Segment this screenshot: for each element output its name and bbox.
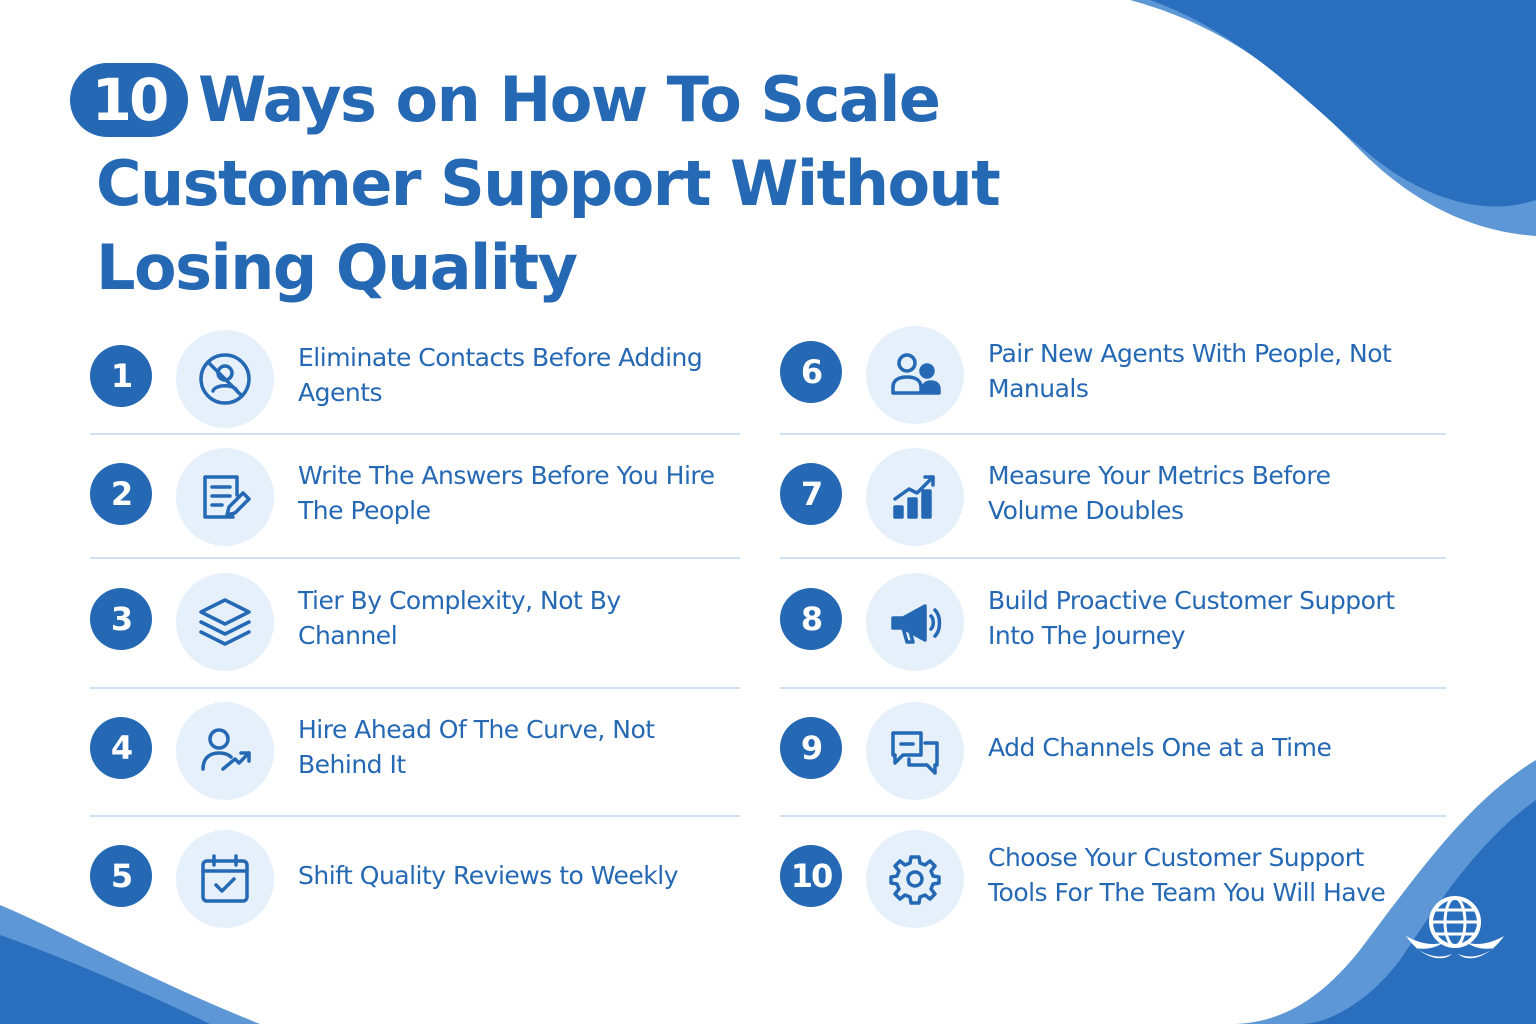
list-item-1: 1 Eliminate Contacts Before Adding Agent… bbox=[90, 320, 750, 430]
icon-circle bbox=[176, 573, 274, 671]
list-item-2: 2 Write The Answers Before You Hire The … bbox=[90, 438, 750, 548]
item-number-badge: 7 bbox=[780, 463, 842, 525]
divider bbox=[780, 433, 1446, 435]
item-label: Tier By Complexity, Not By Channel bbox=[298, 586, 621, 650]
item-number-badge: 3 bbox=[90, 588, 152, 650]
title-number-badge: 10 bbox=[70, 63, 188, 137]
icon-circle bbox=[866, 448, 964, 546]
list-item-9: 9 Add Channels One at a Time bbox=[780, 692, 1440, 802]
list-item-4: 4 Hire Ahead Of The Curve, Not Behind It bbox=[90, 692, 750, 802]
icon-circle bbox=[866, 573, 964, 671]
list-item-5: 5 Shift Quality Reviews to Weekly bbox=[90, 820, 750, 930]
item-number-badge: 1 bbox=[90, 345, 152, 407]
bar-chart-up-icon bbox=[893, 475, 935, 519]
item-number-badge: 4 bbox=[90, 717, 152, 779]
title-line-2: Customer Support Without bbox=[96, 147, 1001, 220]
users-pair-icon bbox=[891, 353, 941, 395]
item-label: Hire Ahead Of The Curve, Not Behind It bbox=[298, 715, 655, 779]
divider bbox=[90, 687, 740, 689]
icon-circle bbox=[866, 326, 964, 424]
calendar-check-icon bbox=[201, 854, 249, 903]
divider bbox=[780, 815, 1446, 817]
item-label: Shift Quality Reviews to Weekly bbox=[298, 860, 679, 890]
list-item-8: 8 Build Proactive Customer Support Into … bbox=[780, 563, 1440, 673]
item-number-badge: 5 bbox=[90, 845, 152, 907]
no-contact-icon bbox=[199, 353, 251, 405]
divider bbox=[90, 433, 740, 435]
icon-circle bbox=[176, 702, 274, 800]
divider bbox=[780, 557, 1446, 559]
title-line-3: Losing Quality bbox=[96, 231, 578, 304]
user-growth-icon bbox=[201, 728, 251, 771]
item-label: Measure Your Metrics Before Volume Doubl… bbox=[988, 461, 1331, 525]
icon-circle bbox=[176, 830, 274, 928]
megaphone-icon bbox=[891, 604, 942, 644]
document-edit-icon bbox=[203, 475, 251, 519]
icon-circle bbox=[866, 702, 964, 800]
list-item-3: 3 Tier By Complexity, Not By Channel bbox=[90, 563, 750, 673]
item-label: Eliminate Contacts Before Adding Agents bbox=[298, 343, 703, 407]
item-label: Pair New Agents With People, Not Manuals bbox=[988, 339, 1392, 403]
list-item-7: 7 Measure Your Metrics Before Volume Dou… bbox=[780, 438, 1440, 548]
item-label: Build Proactive Customer Support Into Th… bbox=[988, 586, 1395, 650]
globe-wings-logo bbox=[1406, 896, 1504, 959]
item-number-badge: 6 bbox=[780, 341, 842, 403]
icon-circle bbox=[176, 330, 274, 428]
item-number-badge: 8 bbox=[780, 588, 842, 650]
icon-circle bbox=[866, 830, 964, 928]
item-number-badge: 9 bbox=[780, 717, 842, 779]
layers-icon bbox=[199, 598, 251, 646]
item-label: Write The Answers Before You Hire The Pe… bbox=[298, 461, 715, 525]
chat-bubbles-icon bbox=[891, 731, 939, 775]
icon-circle bbox=[176, 448, 274, 546]
item-label: Add Channels One at a Time bbox=[988, 732, 1332, 762]
list-item-6: 6 Pair New Agents With People, Not Manua… bbox=[780, 316, 1440, 426]
title-line-1: Ways on How To Scale bbox=[198, 63, 941, 136]
gear-icon bbox=[889, 855, 941, 905]
item-number-badge: 10 bbox=[780, 845, 842, 907]
item-number-badge: 2 bbox=[90, 463, 152, 525]
divider bbox=[780, 687, 1446, 689]
item-label: Choose Your Customer Support Tools For T… bbox=[988, 843, 1386, 907]
divider bbox=[90, 557, 740, 559]
list-item-10: 10 Choose Your Customer Support Tools Fo… bbox=[780, 820, 1440, 930]
divider bbox=[90, 815, 740, 817]
